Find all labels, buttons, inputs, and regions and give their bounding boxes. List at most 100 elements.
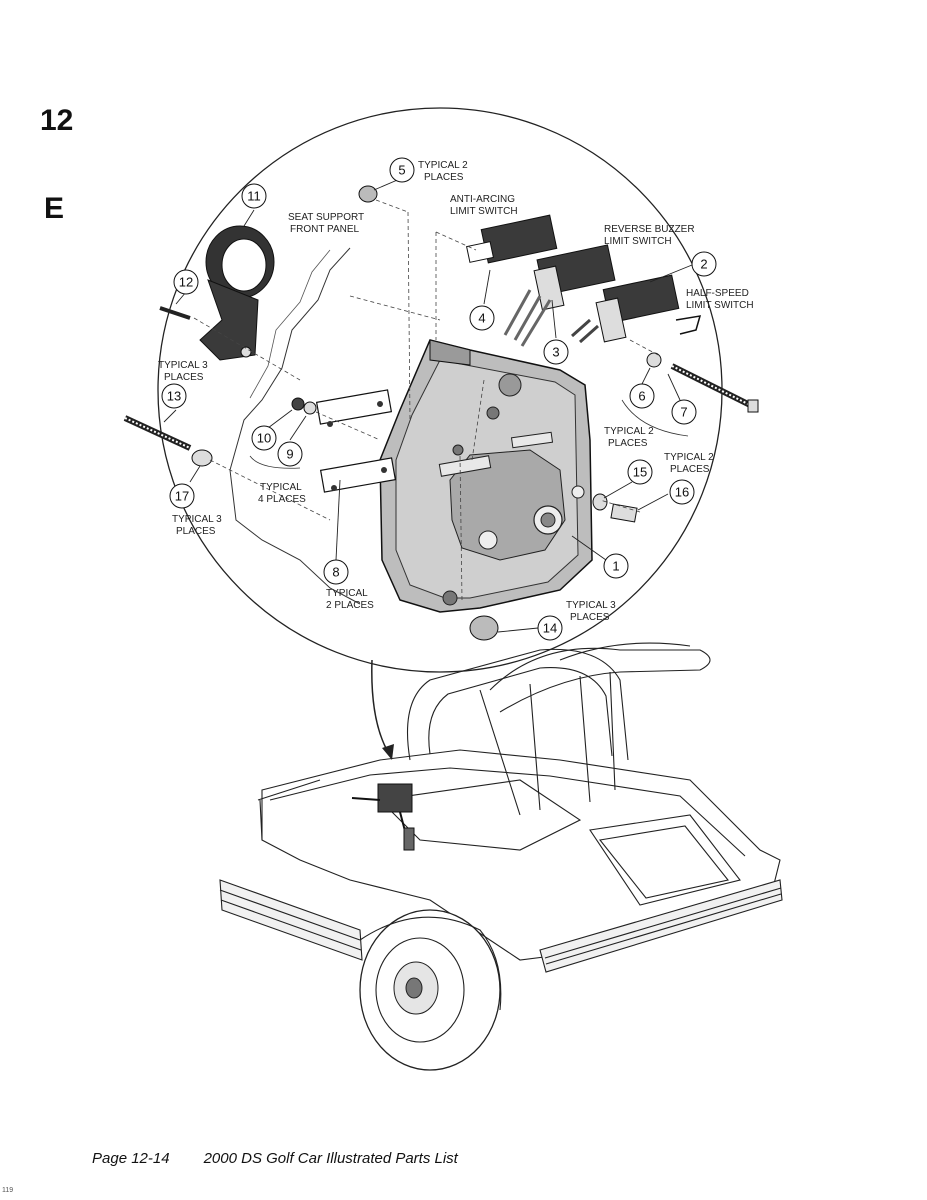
switch-wires: [503, 289, 552, 347]
label-typical2-c: TYPICAL 2 PLACES: [664, 452, 714, 475]
callout-circle: [469, 305, 495, 331]
callout-number: 2: [700, 257, 707, 272]
svg-text:TYPICAL 2: TYPICAL 2: [418, 160, 468, 171]
detail-pointer-arrowhead: [382, 744, 394, 760]
callout-number: 17: [175, 489, 189, 504]
label-seat-support: SEAT SUPPORT FRONT PANEL: [288, 212, 364, 235]
section-number: 12: [40, 104, 74, 137]
callout-17: 17: [169, 483, 195, 509]
callout-circle: [629, 383, 655, 409]
section-letter: E: [44, 192, 65, 225]
callout-5: 5: [389, 157, 415, 183]
svg-text:LIMIT SWITCH: LIMIT SWITCH: [450, 206, 518, 217]
label-reverse-buzzer: REVERSE BUZZER LIMIT SWITCH: [604, 224, 695, 247]
washer-17: [191, 449, 213, 467]
label-typical3-a: TYPICAL 3 PLACES: [158, 360, 208, 383]
footer-document-title: 2000 DS Golf Car Illustrated Parts List: [203, 1150, 458, 1167]
callout-16: 16: [669, 479, 695, 505]
svg-text:ANTI-ARCING: ANTI-ARCING: [450, 194, 515, 205]
callout-number: 4: [478, 311, 485, 326]
washer-9: [303, 401, 317, 415]
reverse-buzzer-limit-switch: [533, 244, 616, 311]
callout-number: 5: [398, 163, 405, 178]
anti-arcing-limit-switch: [466, 214, 558, 264]
mounting-plate-upper: [315, 389, 393, 425]
svg-text:TYPICAL 2: TYPICAL 2: [604, 426, 654, 437]
callout-circle: [671, 399, 697, 425]
footer-page-number: Page 12-14: [92, 1150, 170, 1167]
detail-pointer-arrow: [371, 659, 389, 753]
label-typical2-d: TYPICAL 2 PLACES: [326, 588, 374, 611]
callout-number: 10: [257, 431, 271, 446]
callout-circle: [543, 339, 569, 365]
callout-number: 15: [633, 465, 647, 480]
callout-number: 16: [675, 485, 689, 500]
corner-mark: 119: [2, 1187, 14, 1194]
callout-4: 4: [469, 305, 495, 331]
label-typical3-b: TYPICAL 3 PLACES: [172, 514, 222, 537]
callout-circle: [389, 157, 415, 183]
label-typical3-c: TYPICAL 3 PLACES: [566, 600, 616, 623]
svg-text:TYPICAL 3: TYPICAL 3: [158, 360, 208, 371]
callout-circle: [603, 553, 629, 579]
washer-6: [646, 352, 662, 368]
svg-text:PLACES: PLACES: [424, 172, 464, 183]
svg-text:LIMIT SWITCH: LIMIT SWITCH: [686, 300, 754, 311]
label-typical2-a: TYPICAL 2 PLACES: [418, 160, 468, 183]
screw-16: [610, 503, 638, 523]
callout-circle: [627, 459, 653, 485]
svg-text:PLACES: PLACES: [608, 438, 648, 449]
nut-5: [358, 185, 378, 203]
callout-number: 7: [680, 405, 687, 420]
callout-15: 15: [627, 459, 653, 485]
callout-circle: [669, 479, 695, 505]
switch-assembly-on-car: [351, 783, 415, 851]
callout-circle: [277, 441, 303, 467]
svg-text:LIMIT SWITCH: LIMIT SWITCH: [604, 236, 672, 247]
rear-wheel: [359, 909, 502, 1071]
callout-number: 3: [552, 345, 559, 360]
svg-text:4 PLACES: 4 PLACES: [258, 494, 306, 505]
svg-text:SEAT SUPPORT: SEAT SUPPORT: [288, 212, 364, 223]
callout-8: 8: [323, 559, 349, 585]
svg-text:2 PLACES: 2 PLACES: [326, 600, 374, 611]
callout-circle: [169, 483, 195, 509]
mounting-plate-lower: [319, 457, 397, 493]
washer-15: [592, 493, 608, 511]
bolt-13: [123, 415, 192, 451]
label-anti-arcing: ANTI-ARCING LIMIT SWITCH: [450, 194, 518, 217]
svg-text:TYPICAL: TYPICAL: [260, 482, 302, 493]
callout-9: 9: [277, 441, 303, 467]
svg-text:PLACES: PLACES: [570, 612, 610, 623]
seat-support-panel: [229, 247, 361, 605]
callout-7: 7: [671, 399, 697, 425]
golf-car-body: [219, 642, 783, 973]
callout-number: 8: [332, 565, 339, 580]
svg-text:PLACES: PLACES: [670, 464, 710, 475]
svg-text:PLACES: PLACES: [164, 372, 204, 383]
callout-number: 6: [638, 389, 645, 404]
washer-10: [291, 397, 305, 411]
screw-12: [159, 306, 191, 320]
callout-14: 14: [537, 615, 563, 641]
switch-actuator-arm: [199, 279, 259, 361]
callout-number: 12: [179, 275, 193, 290]
callout-circle: [323, 559, 349, 585]
label-typical2-b: TYPICAL 2 PLACES: [604, 426, 654, 449]
callout-circle: [241, 183, 267, 209]
callout-13: 13: [161, 383, 187, 409]
callout-2: 2: [691, 251, 717, 277]
label-half-speed: HALF-SPEED LIMIT SWITCH: [686, 288, 754, 311]
callout-12: 12: [173, 269, 199, 295]
svg-text:TYPICAL: TYPICAL: [326, 588, 368, 599]
callout-1: 1: [603, 553, 629, 579]
callout-3: 3: [543, 339, 569, 365]
callout-11: 11: [241, 183, 267, 209]
callout-circle: [161, 383, 187, 409]
svg-text:TYPICAL 2: TYPICAL 2: [664, 452, 714, 463]
callout-circle: [691, 251, 717, 277]
svg-text:REVERSE BUZZER: REVERSE BUZZER: [604, 224, 695, 235]
callout-circle: [173, 269, 199, 295]
callout-number: 14: [543, 621, 557, 636]
